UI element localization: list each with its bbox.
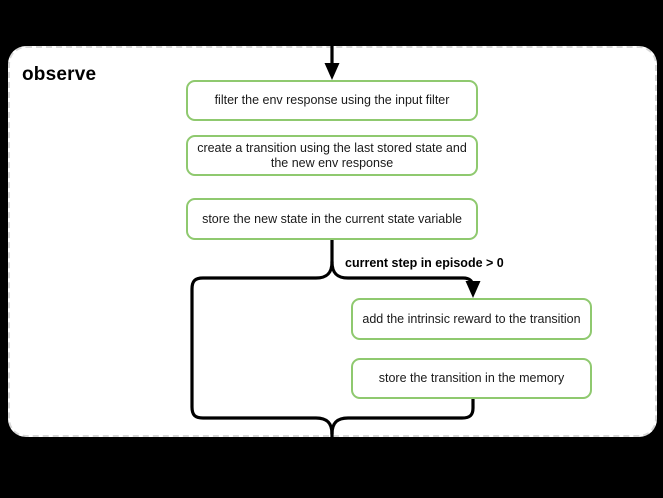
node-create-transition[interactable]: create a transition using the last store… [186,135,478,176]
edge-label-current-step: current step in episode > 0 [345,256,504,270]
node-store-transition-memory[interactable]: store the transition in the memory [351,358,592,399]
node-add-intrinsic-reward[interactable]: add the intrinsic reward to the transiti… [351,298,592,340]
page-title: observe [22,64,97,85]
node-store-new-state[interactable]: store the new state in the current state… [186,198,478,240]
node-filter-env-response[interactable]: filter the env response using the input … [186,80,478,121]
